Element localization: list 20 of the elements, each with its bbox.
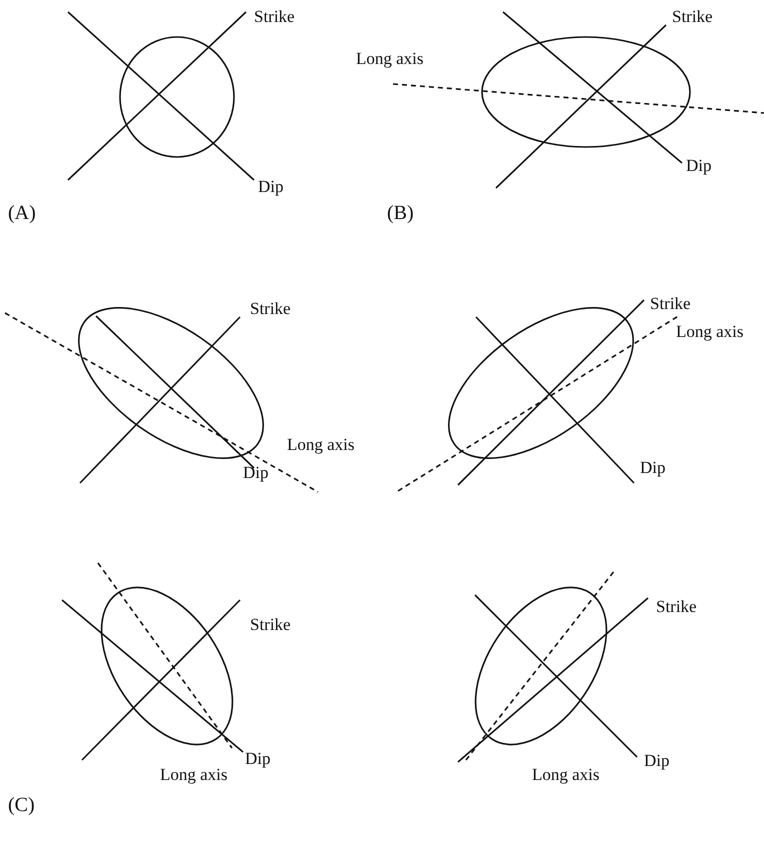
line-label: Dip — [245, 750, 270, 767]
line-label: Long axis — [160, 766, 228, 783]
line-label: Dip — [243, 464, 268, 481]
line-label: Long axis — [287, 436, 355, 453]
line-label: Long axis — [356, 50, 424, 67]
line-label: Strike — [656, 598, 697, 615]
line-label: Long axis — [676, 323, 744, 340]
line-label: Strike — [650, 295, 691, 312]
line-label: Dip — [640, 459, 666, 476]
line-label: Dip — [258, 178, 284, 195]
panel-label: (C) — [8, 795, 35, 815]
line-label: Strike — [250, 616, 291, 633]
line-label: Strike — [254, 8, 295, 25]
line-label: Long axis — [532, 766, 600, 783]
line-label: Dip — [644, 752, 670, 769]
panel-label: (A) — [8, 203, 36, 223]
panel-label: (B) — [387, 203, 414, 223]
line-label: Strike — [672, 8, 713, 25]
line-label: Dip — [686, 157, 712, 174]
line-label: Strike — [250, 300, 291, 317]
